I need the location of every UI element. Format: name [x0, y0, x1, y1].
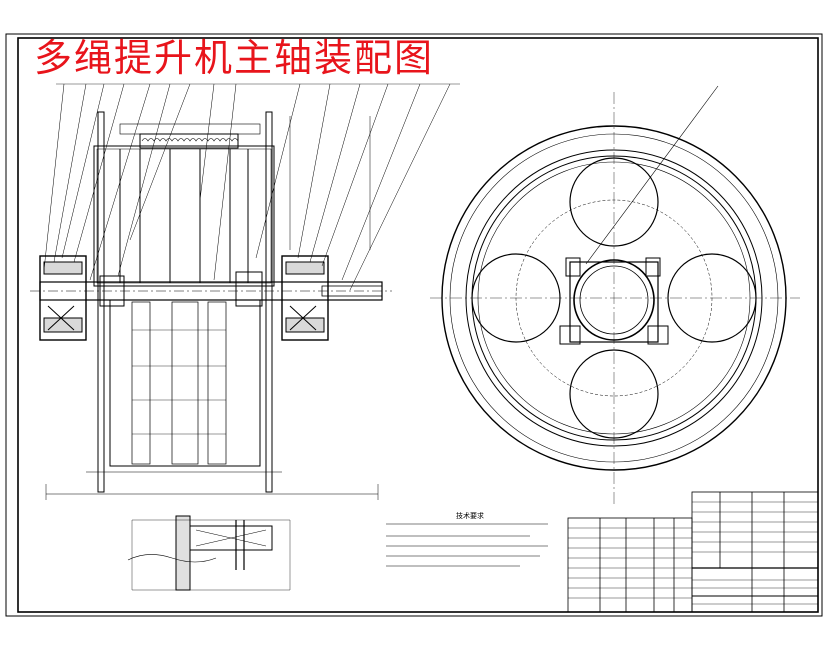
title-block-rows — [568, 501, 818, 605]
drawing-title: 多绳提升机主轴装配图 — [34, 36, 435, 80]
detail-view — [127, 515, 291, 591]
inner-frame — [17, 37, 819, 613]
sheave-end-view — [430, 85, 800, 506]
title-block — [567, 491, 819, 613]
shaft-section-view — [30, 83, 460, 500]
outer-frame — [5, 33, 823, 617]
technical-notes-block — [386, 523, 548, 567]
notes-heading: 技术要求 — [456, 511, 484, 520]
